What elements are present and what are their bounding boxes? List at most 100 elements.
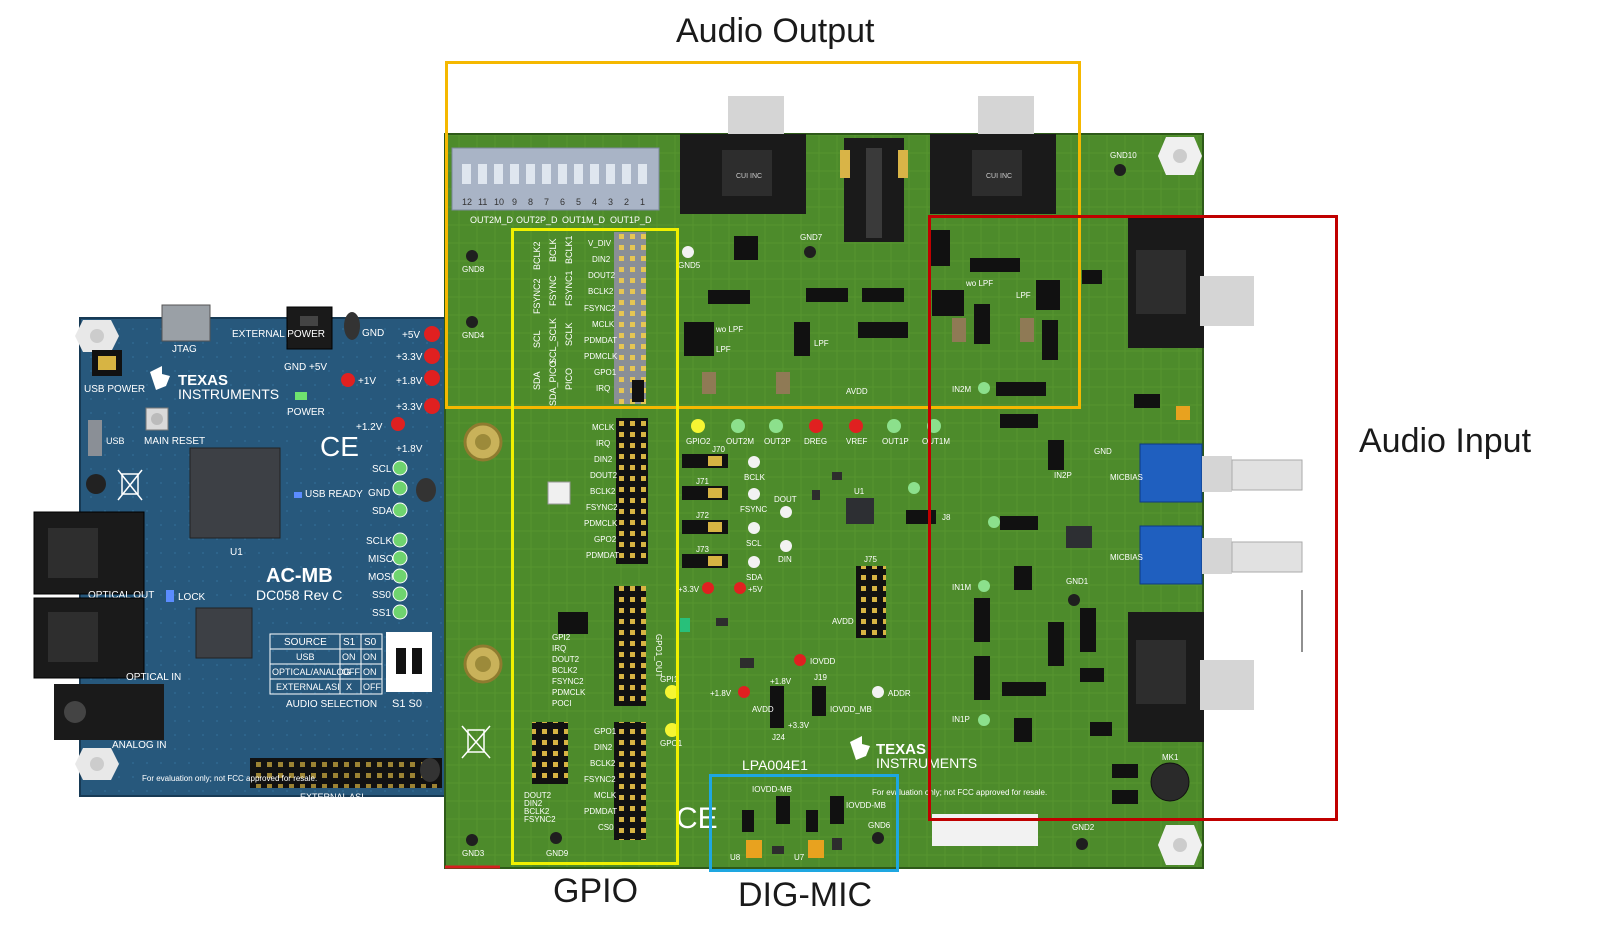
svg-text:9: 9 [512,197,517,207]
ce-mark: CE [320,431,359,462]
svg-text:GND4: GND4 [462,331,485,340]
svg-text:SCL: SCL [532,330,542,348]
svg-text:IOVDD: IOVDD [810,657,836,666]
output-jack-j38: CUI INC [930,96,1056,214]
svg-text:OUT1P: OUT1P [882,437,909,446]
svg-text:5: 5 [576,197,581,207]
svg-text:GPIO2: GPIO2 [686,437,711,446]
header-j42 [616,418,648,564]
svg-text:J8: J8 [942,513,951,522]
ic-u5 [1176,406,1190,420]
svg-text:CUI INC: CUI INC [986,173,1012,180]
svg-text:BCLK2: BCLK2 [588,287,614,296]
input-jack-j2 [1128,612,1254,742]
audio-selection-table: SOURCE S1 S0 USB ON ON OPTICAL/ANALOG OF… [269,633,383,710]
svg-text:GND: GND [368,488,390,499]
rca-input-2 [1139,525,1303,585]
svg-text:TEXAS: TEXAS [876,741,926,758]
codec-u1-label: U1 [854,487,865,496]
acmb-disclaimer: For evaluation only; not FCC approved fo… [142,774,317,783]
svg-text:DOUT2: DOUT2 [552,655,580,664]
svg-text:OUT2P_D: OUT2P_D [516,215,558,225]
acmb-mount-hole [75,748,119,780]
gpio-label: GPIO [553,872,639,910]
svg-text:PDMDAT: PDMDAT [586,551,619,560]
svg-text:FSYNC2: FSYNC2 [586,503,618,512]
gpo1-testpoint [665,723,679,737]
svg-text:GPO2: GPO2 [594,535,617,544]
svg-text:+1V: +1V [358,376,376,387]
lpa-weee-icon [461,725,491,759]
svg-text:AVDD: AVDD [752,705,774,714]
svg-text:OUT2M: OUT2M [726,437,754,446]
audio-input-box [928,215,1338,821]
svg-text:1: 1 [640,197,645,207]
svg-text:MISO: MISO [368,554,394,565]
svg-text:MCLK: MCLK [594,791,617,800]
svg-text:GND7: GND7 [800,233,823,242]
s1-s0-switch [386,632,432,692]
lpf-labels: wo LPF LPF wo LPF LPF LPF [715,279,1031,354]
svg-text:INSTRUMENTS: INSTRUMENTS [876,755,977,771]
svg-text:3: 3 [608,197,613,207]
svg-text:GPO1: GPO1 [594,368,617,377]
svg-text:11: 11 [478,197,487,207]
acmb-board: JTAG USB POWER EXTERNAL POWER GND +5V GN… [33,304,456,802]
svg-text:J24: J24 [772,733,785,742]
svg-text:AUDIO SELECTION: AUDIO SELECTION [286,699,377,710]
dig-mic-box [709,774,899,872]
svg-text:+1.8V: +1.8V [396,444,423,455]
jtag-connector [161,304,211,342]
svg-text:MCLK: MCLK [592,320,615,329]
svg-text:ON: ON [363,667,377,677]
input-labels: IN2M IN2P IN1M IN1P MICBIAS MICBIAS GND [952,385,1143,724]
weee-icon [117,469,143,501]
svg-text:OUT1M_D: OUT1M_D [562,215,606,225]
svg-text:+5V: +5V [748,585,763,594]
svg-text:OUT1M: OUT1M [922,437,950,446]
svg-text:IN1M: IN1M [952,583,971,592]
svg-text:FSYNC2: FSYNC2 [584,304,616,313]
svg-text:AVDD: AVDD [832,617,854,626]
svg-text:U7: U7 [794,853,805,862]
power-barrel [344,312,360,340]
audio-output-box [445,61,1081,409]
svg-text:IN2M: IN2M [952,385,971,394]
acmb-u1-label: U1 [230,547,243,558]
acmb-signal-testpoints: SCL GND SDA SCLK MISO MOSI SS0 SS1 [366,460,408,620]
svg-text:IN2P: IN2P [1054,471,1072,480]
svg-text:DOUT2: DOUT2 [590,471,618,480]
svg-text:POCI: POCI [552,699,572,708]
optical-out-label: OPTICAL OUT [88,590,154,601]
svg-text:EXTERNAL ASI: EXTERNAL ASI [276,682,340,692]
svg-text:OFF: OFF [342,667,360,677]
svg-text:MCLK: MCLK [592,423,615,432]
svg-text:LPF: LPF [716,345,731,354]
svg-text:+3.3V: +3.3V [678,585,700,594]
svg-text:GND1: GND1 [1066,577,1089,586]
svg-text:+1.8V: +1.8V [710,689,732,698]
analog-in-label: ANALOG IN [112,740,166,751]
input-jack-j3 [1128,218,1254,348]
svg-text:SCL: SCL [372,464,392,475]
svg-text:DIN2: DIN2 [594,455,613,464]
svg-text:SCLK: SCLK [564,322,574,346]
lpa-disclaimer: For evaluation only; not FCC approved fo… [872,788,1047,797]
svg-text:SS0: SS0 [372,590,391,601]
mk1-label: MK1 [1162,753,1179,762]
svg-text:BCLK2: BCLK2 [524,807,550,816]
svg-text:MICBIAS: MICBIAS [1110,553,1143,562]
usb-ready-label: USB READY [305,489,363,500]
svg-text:+3.3V: +3.3V [396,352,423,363]
svg-text:IOVDD-MB: IOVDD-MB [752,785,792,794]
gnd-5v-label: GND +5V [284,362,327,373]
svg-text:+1.8V: +1.8V [770,677,792,686]
svg-text:8: 8 [528,197,533,207]
svg-text:DIN2: DIN2 [592,255,611,264]
switch-r53 [547,481,571,505]
passive-components [680,318,1034,668]
svg-text:SS1: SS1 [372,608,391,619]
gpio-side-labels: BCLK2 FSYNC2 SCL SDA BCLK FSYNC SCL_SCLK… [532,235,574,406]
